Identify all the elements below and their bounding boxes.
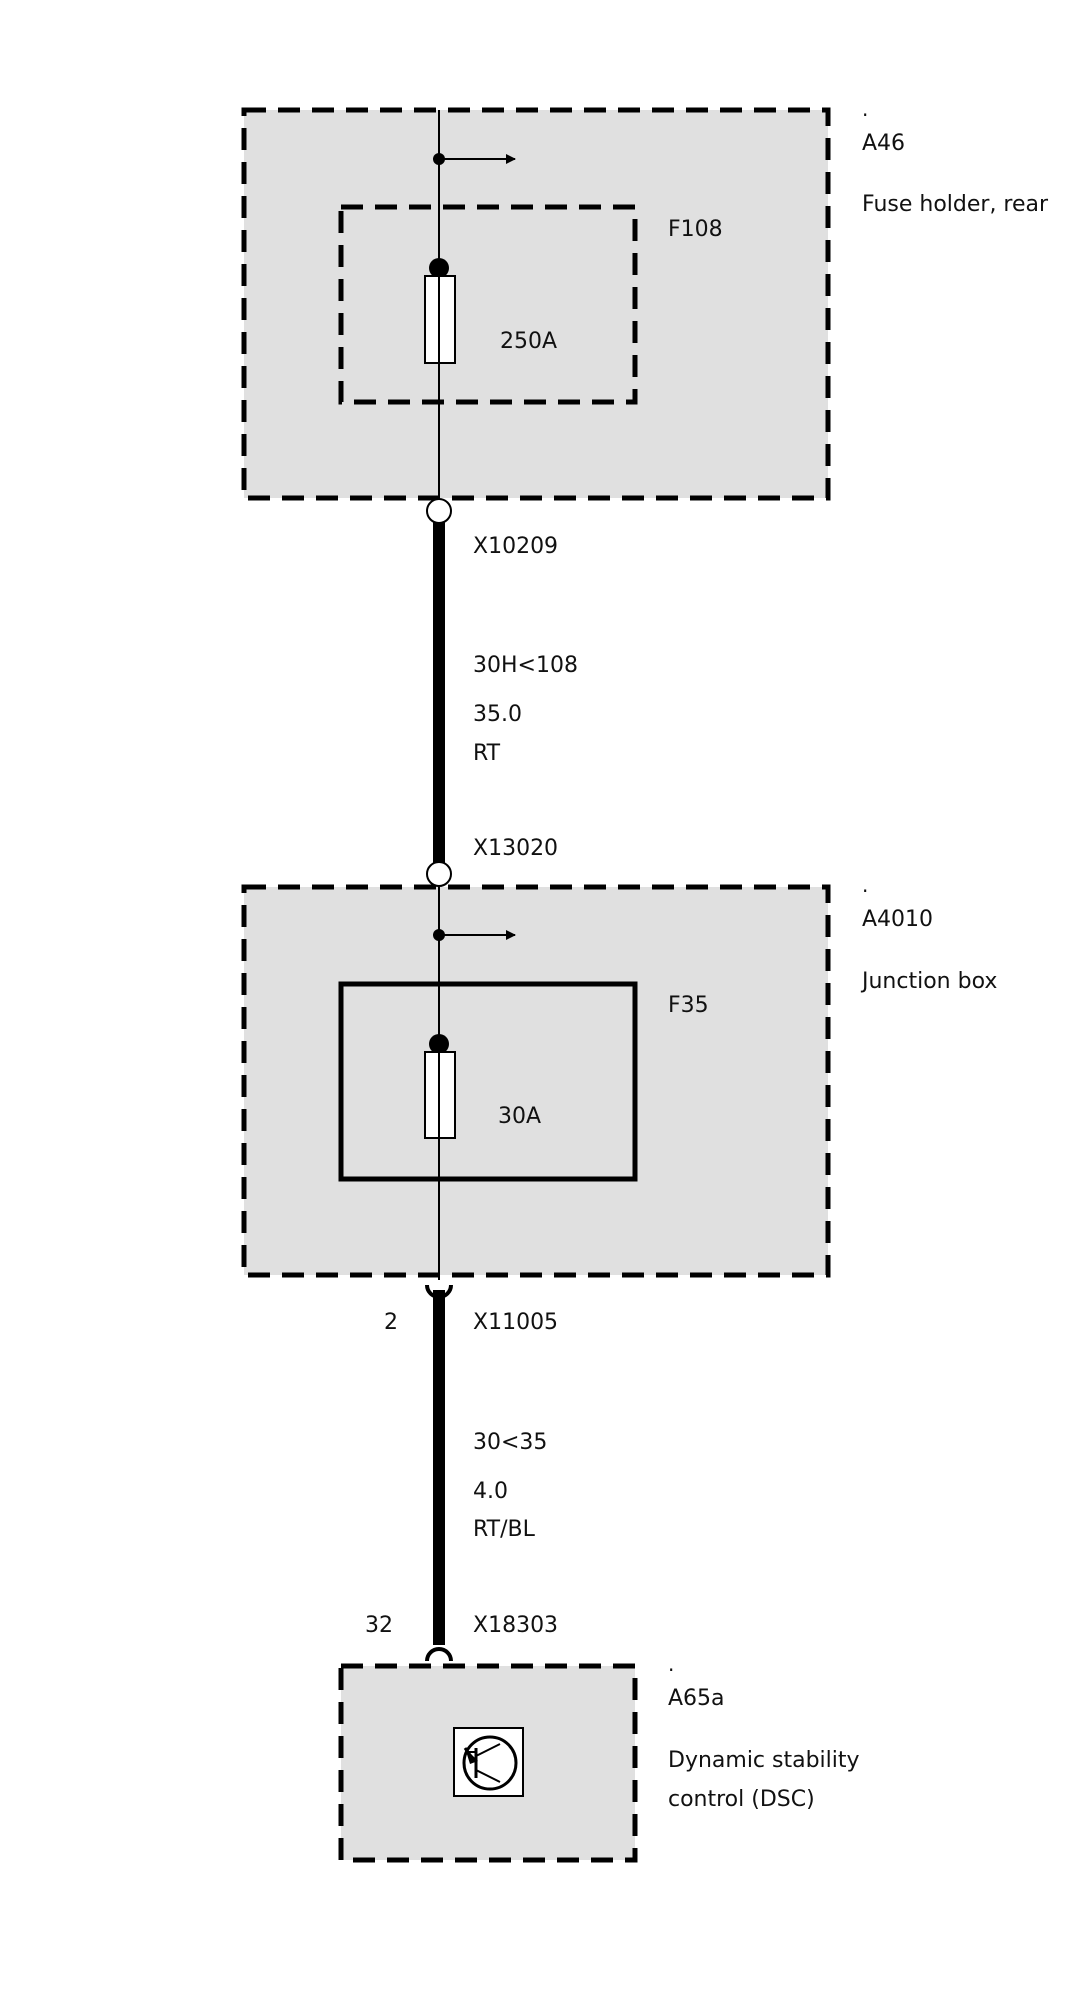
wire-2-circuit: 30<35: [473, 1430, 547, 1455]
dsc-module-a65a: . A65a Dynamic stability control (DSC): [338, 1652, 860, 1863]
wire-1-circuit: 30H<108: [473, 653, 578, 678]
x11005-pin: 2: [384, 1310, 398, 1335]
connector-x13020: [426, 861, 452, 887]
x11005-label: X11005: [473, 1310, 558, 1335]
x10209-label: X10209: [473, 534, 558, 559]
x13020-label: X13020: [473, 836, 558, 861]
a46-box: [241, 107, 831, 501]
f35-rating: 30A: [498, 1104, 541, 1129]
x18303-label: X18303: [473, 1613, 558, 1638]
f35-fuse-terminal: [429, 1034, 449, 1054]
a65a-name-line1: Dynamic stability: [668, 1748, 860, 1773]
a46-dot: .: [862, 97, 868, 121]
a46-name: Fuse holder, rear: [862, 192, 1049, 217]
wire-1-gauge: 35.0: [473, 702, 522, 727]
junction-box-a4010: 30A F35 . A4010 Junction box: [241, 873, 997, 1280]
f108-fuse-terminal: [429, 258, 449, 278]
f108-fuse-box: [338, 204, 638, 405]
a65a-dot: .: [668, 1652, 674, 1676]
f35-id: F35: [668, 993, 709, 1018]
connector-x11005: [425, 1284, 453, 1299]
a65a-name-line2: control (DSC): [668, 1787, 815, 1812]
connector-x10209: [426, 498, 452, 524]
a4010-dot: .: [862, 873, 868, 897]
wire-2-color: RT/BL: [473, 1517, 536, 1542]
wire-2-gauge: 4.0: [473, 1479, 508, 1504]
fuse-holder-rear-a46: 250A F108 . A46 Fuse holder, rear: [241, 97, 1049, 501]
a4010-box: [241, 884, 831, 1278]
f35-fuse-box: [338, 981, 638, 1182]
a65a-box: [338, 1663, 638, 1863]
connector-x18303: [425, 1647, 453, 1662]
f108-rating: 250A: [500, 329, 557, 354]
a65a-id: A65a: [668, 1686, 725, 1711]
f108-id: F108: [668, 217, 723, 242]
x18303-pin: 32: [365, 1613, 393, 1638]
a4010-name: Junction box: [860, 969, 997, 994]
wire-30-35: 2 X11005 30<35 4.0 RT/BL 32 X18303: [365, 1284, 558, 1662]
wire-1-color: RT: [473, 741, 501, 766]
transistor-icon: [453, 1727, 524, 1797]
wire-30h-108: X10209 30H<108 35.0 RT X13020: [426, 498, 578, 887]
a46-id: A46: [862, 131, 905, 156]
a4010-id: A4010: [862, 907, 933, 932]
